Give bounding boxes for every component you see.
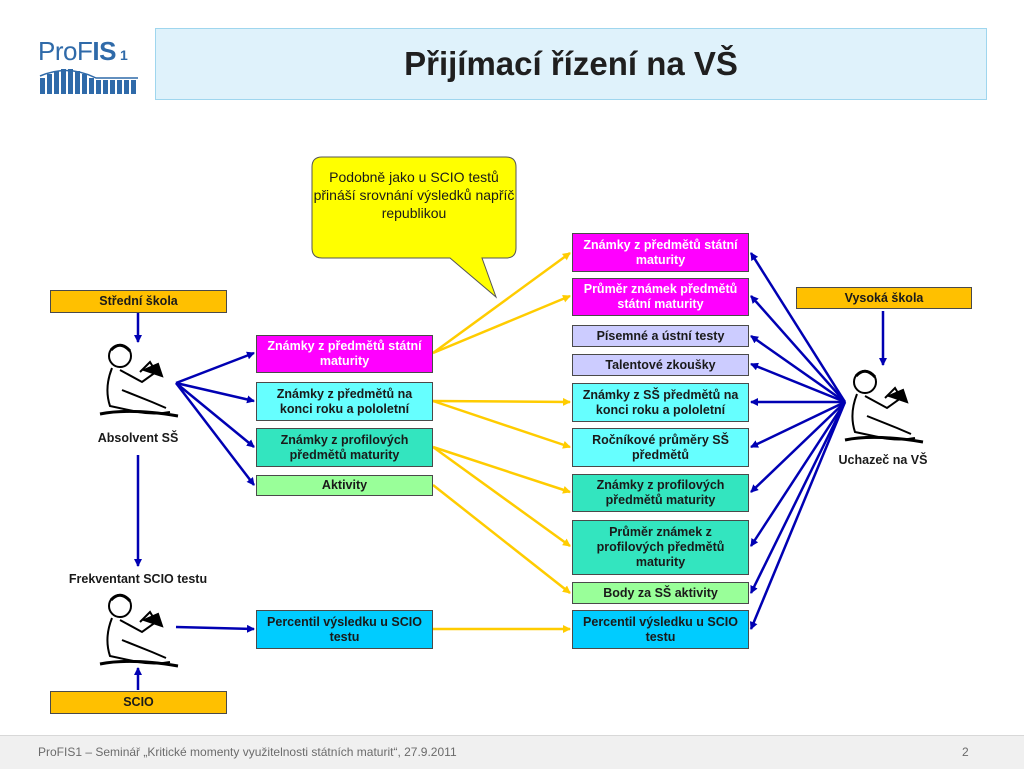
absolvent-label: Absolvent SŠ bbox=[97, 431, 179, 445]
middle-box-znamky-konec-roku: Známky z předmětů na konci roku a polole… bbox=[256, 382, 433, 421]
right-box-rocnikove-prumery: Ročníkové průměry SŠ předmětů bbox=[572, 428, 749, 467]
stredni-skola-box: Střední škola bbox=[50, 290, 227, 313]
logo-bars-icon bbox=[39, 69, 138, 94]
frekventant-label: Frekventant SCIO testu bbox=[68, 572, 208, 586]
right-box-prumer-profilove: Průměr známek z profilových předmětů mat… bbox=[572, 520, 749, 575]
scio-box: SCIO bbox=[50, 691, 227, 714]
uchazec-label: Uchazeč na VŠ bbox=[838, 453, 928, 467]
reading-student-icon bbox=[99, 343, 179, 418]
right-box-prumer-statni-maturity: Průměr známek předmětů státní maturity bbox=[572, 278, 749, 316]
reading-student-icon bbox=[844, 369, 924, 444]
reading-student-icon bbox=[99, 593, 179, 668]
middle-box-percentil-scio: Percentil výsledku u SCIO testu bbox=[256, 610, 433, 649]
page-number: 2 bbox=[962, 745, 969, 759]
callout-bubble bbox=[311, 156, 517, 299]
right-box-ss-predmety: Známky z SŠ předmětů na konci roku a pol… bbox=[572, 383, 749, 422]
right-box-statni-maturity: Známky z předmětů státní maturity bbox=[572, 233, 749, 272]
vysoka-skola-box: Vysoká škola bbox=[796, 287, 972, 309]
callout-text: Podobně jako u SCIO testů přináší srovná… bbox=[313, 169, 515, 221]
page-title: Přijímací řízení na VŠ bbox=[404, 45, 738, 82]
right-box-profilove-predmety: Známky z profilových předmětů maturity bbox=[572, 474, 749, 512]
right-box-pisemne-testy: Písemné a ústní testy bbox=[572, 325, 749, 347]
middle-box-profilove-predmety: Známky z profilových předmětů maturity bbox=[256, 428, 433, 467]
middle-box-aktivity: Aktivity bbox=[256, 475, 433, 496]
middle-box-statni-maturity: Známky z předmětů státní maturity bbox=[256, 335, 433, 373]
title-banner: Přijímací řízení na VŠ bbox=[155, 28, 987, 100]
footer-bar: ProFIS1 – Seminář „Kritické momenty využ… bbox=[0, 735, 1024, 769]
right-box-talentove-zkousky: Talentové zkoušky bbox=[572, 354, 749, 376]
right-box-percentil-scio: Percentil výsledku u SCIO testu bbox=[572, 610, 749, 649]
footer-text: ProFIS1 – Seminář „Kritické momenty využ… bbox=[38, 745, 457, 759]
right-box-body-aktivity: Body za SŠ aktivity bbox=[572, 582, 749, 604]
